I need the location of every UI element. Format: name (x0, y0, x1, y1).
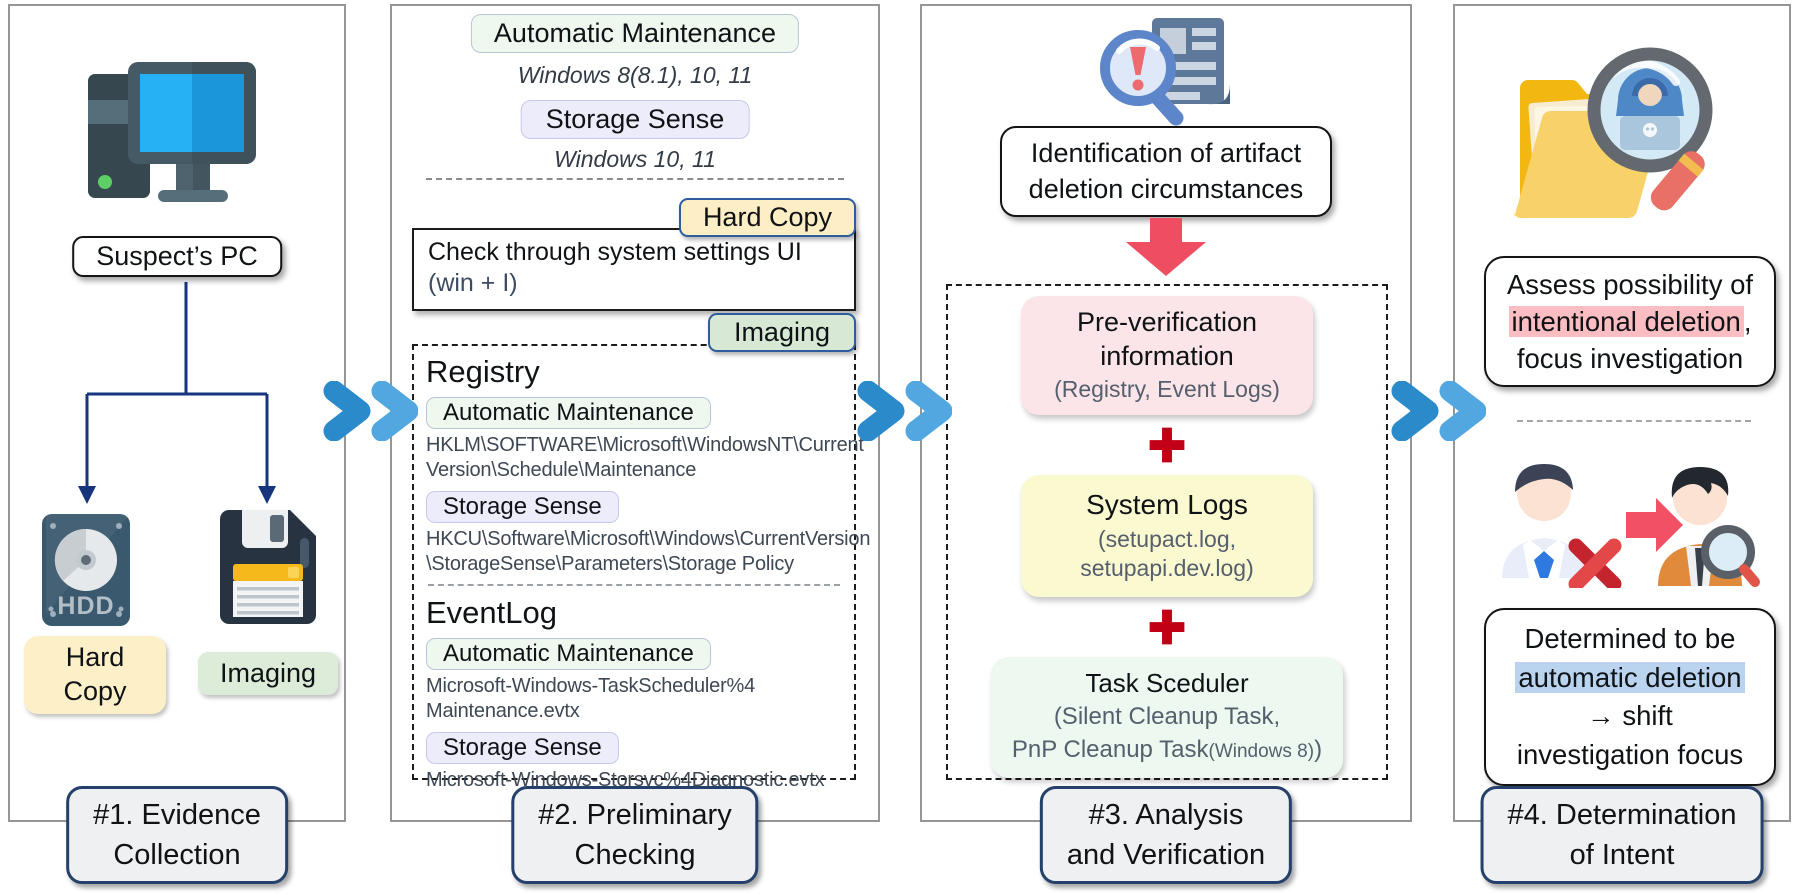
intentional-deletion-highlight: intentional deletion (1508, 306, 1744, 338)
determined-line2: automatic deletion (1488, 659, 1772, 698)
system-logs-box: System Logs (setupact.log, setupapi.dev.… (1021, 474, 1313, 598)
panel-evidence-collection: Suspect’s PC HDD (8, 4, 346, 885)
hard-copy-line1: Hard (65, 642, 125, 672)
panel-preliminary-checking: Automatic Maintenance Windows 8(8.1), 10… (390, 4, 880, 885)
suspect-pc-label: Suspect’s PC (72, 236, 282, 277)
task-scheduler-sub2-main: PnP Cleanup Task (1011, 735, 1209, 763)
panel3-title-line2: and Verification (1066, 839, 1266, 872)
determined-line1: Determined to be (1524, 623, 1736, 654)
imaging-detail-box: Registry Automatic Maintenance HKLM\SOFT… (412, 344, 871, 791)
dashed-separator (426, 178, 844, 180)
identification-line2: deletion circumstances (1028, 174, 1304, 205)
registry-heading: Registry (426, 354, 540, 389)
determined-line4: investigation focus (1516, 738, 1744, 770)
magnifier-alert-document-icon (1100, 18, 1230, 126)
registry-am-path-line1: HKLM\SOFTWARE\Microsoft\WindowsNT\Curren… (426, 434, 864, 456)
hard-copy-check-box: Check through system settings UI (win + … (412, 228, 856, 311)
panel1-title-line2: Collection (113, 839, 241, 872)
suspect-to-investigator-icon (1502, 464, 1760, 588)
dashed-separator (428, 584, 840, 586)
determined-line3: → shift (1587, 700, 1673, 731)
task-scheduler-sub1: (Silent Cleanup Task, (1053, 703, 1281, 731)
registry-ss-path-line2: \StorageSense\Parameters\Storage Policy (426, 553, 794, 575)
panel4-title-line2: of Intent (1569, 839, 1675, 872)
panel4-title: #4. Determination of Intent (1480, 786, 1764, 885)
eventlog-am-path: Microsoft-Windows-TaskScheduler%4 Mainte… (426, 674, 842, 724)
system-logs-sub1: (setupact.log, (1097, 525, 1237, 552)
determined-callout: Determined to be automatic deletion → sh… (1484, 608, 1776, 786)
identification-line1: Identification of artifact (1030, 138, 1302, 168)
eventlog-heading: EventLog (426, 595, 557, 630)
hard-copy-line2: Copy (63, 675, 127, 706)
panel2-title: #2. Preliminary Checking (511, 786, 759, 885)
hard-copy-tag: Hard Copy (678, 198, 856, 237)
system-logs-title: System Logs (1086, 488, 1248, 520)
imaging-label: Imaging (198, 652, 338, 695)
panel1-title-line1: #1. Evidence (93, 799, 261, 831)
hdd-icon: HDD (42, 514, 130, 626)
assess-callout: Assess possibility of intentional deleti… (1484, 256, 1776, 388)
hacker-magnifier-folder-icon (1513, 47, 1713, 219)
task-scheduler-title: Task Sceduler (1085, 668, 1249, 699)
automatic-maintenance-tag: Automatic Maintenance (470, 14, 800, 53)
registry-am-path-line2: Version\Schedule\Maintenance (426, 459, 697, 481)
double-chevron-right-icon (1391, 381, 1486, 441)
imaging-tag: Imaging (707, 313, 856, 352)
red-plus-icon (1149, 609, 1185, 645)
panel2-title-line1: #2. Preliminary (538, 799, 732, 831)
red-plus-icon (1149, 427, 1185, 462)
registry-ss-path-line1: HKCU\Software\Microsoft\Windows\CurrentV… (426, 528, 871, 550)
registry-am-path: HKLM\SOFTWARE\Microsoft\WindowsNT\Curren… (426, 433, 864, 483)
system-logs-sub2: setupapi.dev.log) (1080, 555, 1254, 582)
red-down-arrow-icon (1126, 218, 1206, 276)
check-settings-line: Check through system settings UI (428, 238, 802, 266)
panel2-title-line2: Checking (574, 839, 696, 872)
task-scheduler-sub2-close: ) (1314, 735, 1323, 763)
registry-am-tag: Automatic Maintenance (426, 397, 711, 429)
analysis-sources-box: Pre-verification information (Registry, … (946, 284, 1388, 780)
storage-sense-tag: Storage Sense (520, 100, 750, 139)
panel3-title-line1: #3. Analysis (1088, 799, 1244, 831)
identification-callout: Identification of artifact deletion circ… (1000, 126, 1332, 217)
assess-line3: focus investigation (1516, 343, 1744, 375)
registry-ss-tag: Storage Sense (426, 491, 619, 523)
task-scheduler-box: Task Sceduler (Silent Cleanup Task, PnP … (991, 657, 1343, 778)
pre-verification-sub: (Registry, Event Logs) (1054, 375, 1280, 402)
assess-line1: Assess possibility of (1506, 269, 1754, 300)
panel-analysis-verification: Identification of artifact deletion circ… (920, 4, 1412, 885)
automatic-maintenance-versions: Windows 8(8.1), 10, 11 (517, 62, 753, 88)
task-scheduler-sub2-small: (Windows 8) (1208, 740, 1315, 762)
panel1-title: #1. Evidence Collection (66, 786, 288, 885)
pre-verification-line2: information (1100, 340, 1234, 371)
automatic-deletion-highlight: automatic deletion (1515, 661, 1745, 693)
branch-connector-arrows (78, 282, 276, 504)
double-chevron-right-icon (857, 381, 952, 441)
task-scheduler-sub2: PnP Cleanup Task(Windows 8)) (991, 734, 1343, 766)
eventlog-am-path-line2: Maintenance.evtx (426, 700, 580, 722)
pre-verification-box: Pre-verification information (Registry, … (1021, 296, 1313, 415)
dashed-separator (1517, 420, 1751, 422)
hdd-label: HDD (57, 592, 114, 620)
desktop-computer-icon (88, 62, 256, 202)
panel-determination-intent: Assess possibility of intentional deleti… (1453, 4, 1791, 885)
double-chevron-right-icon (323, 381, 418, 441)
storage-sense-versions: Windows 10, 11 (554, 146, 716, 172)
assess-line2: intentional deletion, (1488, 303, 1772, 340)
registry-ss-path: HKCU\Software\Microsoft\Windows\CurrentV… (426, 527, 871, 577)
pre-verification-line1: Pre-verification (1076, 307, 1258, 337)
floppy-disk-icon (220, 510, 316, 624)
panel4-title-line1: #4. Determination (1507, 799, 1737, 831)
eventlog-am-path-line1: Microsoft-Windows-TaskScheduler%4 (426, 675, 756, 697)
hard-copy-label: Hard Copy (24, 636, 166, 714)
panel3-title: #3. Analysis and Verification (1039, 786, 1293, 885)
eventlog-ss-tag: Storage Sense (426, 732, 619, 764)
assess-comma: , (1743, 306, 1752, 338)
eventlog-am-tag: Automatic Maintenance (426, 638, 711, 670)
eventlog-ss-path: Microsoft-Windows-Storsvc%4Diagnostic.ev… (426, 769, 825, 791)
win-i-line: (win + I) (428, 269, 518, 298)
